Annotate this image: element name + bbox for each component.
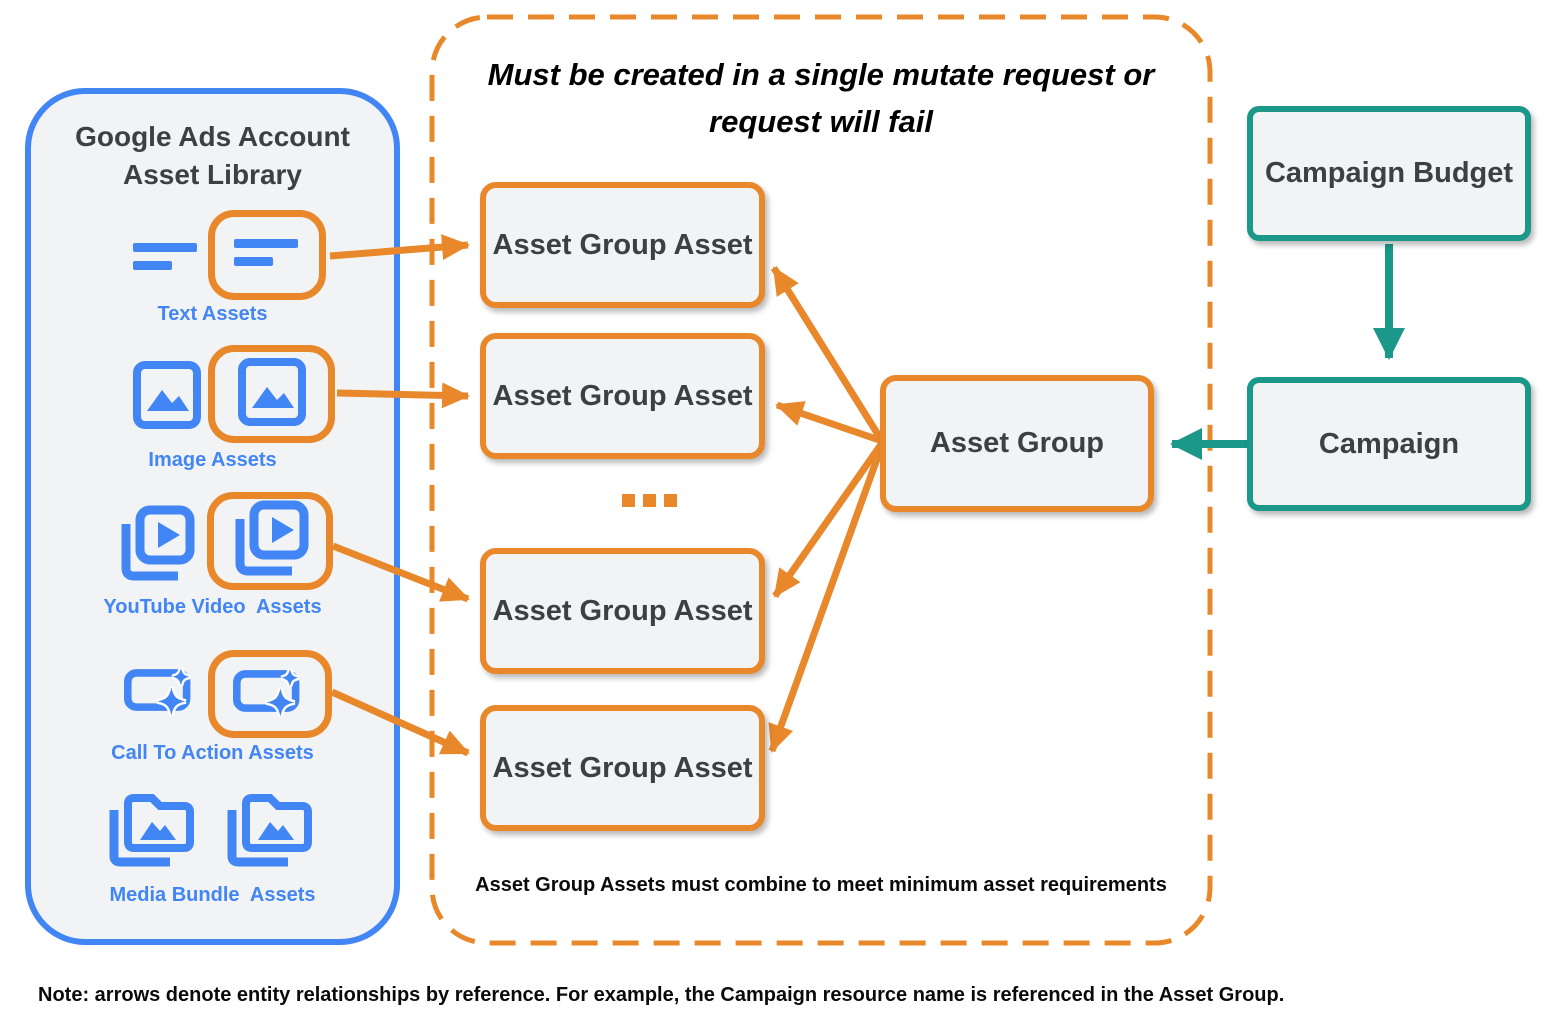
- image-asset-icon-selected: [238, 358, 306, 431]
- arrow-asset-group-to-asset-group-asset-4: [768, 443, 886, 753]
- asset-label-cta: Call To Action Assets: [111, 742, 314, 764]
- youtube-video-asset-icon: [116, 504, 196, 584]
- campaign-budget-box: Campaign Budget: [1247, 106, 1531, 241]
- asset-label-text: Text Assets: [157, 303, 268, 325]
- ellipsis-dot: [622, 494, 635, 507]
- asset-label-image: Image Assets: [148, 449, 277, 471]
- mutate-request-title: Must be created in a single mutate reque…: [487, 57, 1155, 139]
- arrow-asset-group-to-asset-group-asset-3: [772, 440, 885, 599]
- ellipsis-dot: [643, 494, 656, 507]
- media-bundle-asset-icon: [106, 784, 198, 870]
- asset-group-box: Asset Group: [880, 375, 1154, 512]
- text-asset-icon: [133, 243, 199, 271]
- asset-group-asset-box-4: Asset Group Asset: [480, 705, 765, 831]
- asset-label-media-bundle: Media Bundle Assets: [109, 884, 316, 906]
- asset-library-title: Google Ads Account Asset Library: [75, 121, 350, 190]
- image-asset-icon: [133, 361, 201, 429]
- asset-group-asset-box-3: Asset Group Asset: [480, 548, 765, 674]
- selected-image-asset-outline: [208, 345, 335, 443]
- bottom-note: Note: arrows denote entity relationships…: [38, 984, 1285, 1006]
- asset-requirements-note: Asset Group Assets must combine to meet …: [475, 874, 1167, 896]
- youtube-video-asset-icon-selected: [230, 499, 310, 584]
- asset-group-asset-box-2: Asset Group Asset: [480, 333, 765, 459]
- ellipsis-dot: [664, 494, 677, 507]
- selected-youtube-video-asset-outline: [207, 492, 333, 590]
- arrow-asset-group-to-asset-group-asset-2: [775, 401, 884, 445]
- ellipsis: [622, 494, 677, 507]
- asset-label-youtube: YouTube Video Assets: [103, 596, 322, 618]
- campaign-box: Campaign: [1247, 377, 1531, 511]
- call-to-action-asset-icon: [124, 660, 198, 722]
- call-to-action-asset-icon-selected: [233, 661, 307, 728]
- text-asset-icon-selected: [234, 238, 300, 272]
- selected-text-asset-outline: [208, 210, 326, 300]
- media-bundle-asset-icon-2: [224, 784, 316, 870]
- asset-group-asset-box-1: Asset Group Asset: [480, 182, 765, 308]
- arrow-asset-group-to-asset-group-asset-1: [771, 266, 885, 443]
- selected-call-to-action-asset-outline: [208, 650, 332, 738]
